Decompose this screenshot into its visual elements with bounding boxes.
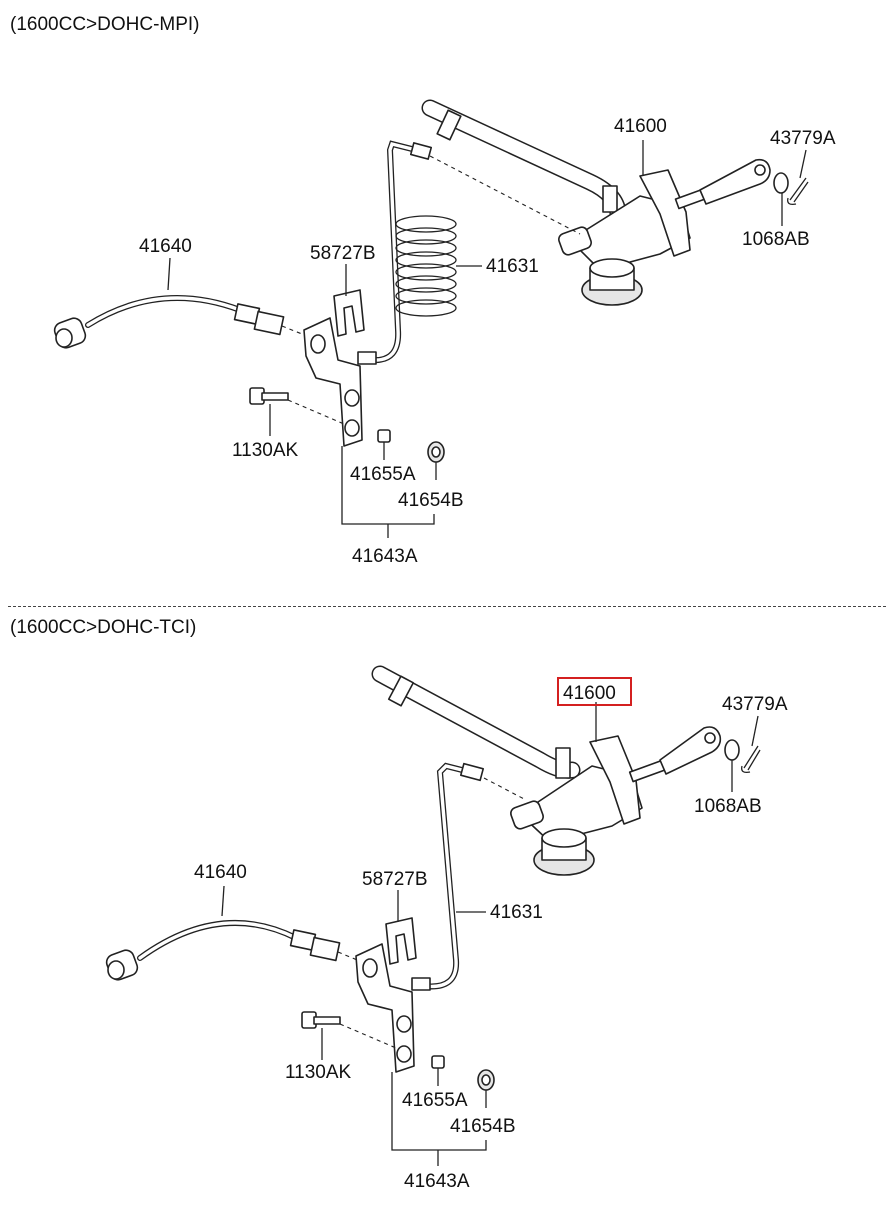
- diagram-section-mpi: 41600 43779A 1068AB 41640 58727B 41631 1…: [53, 99, 836, 567]
- label-bushing-b: 41654B: [398, 490, 464, 511]
- highlight-box: [557, 677, 632, 706]
- label-master-cylinder: 41600: [614, 116, 667, 137]
- label-hose: 41640: [139, 236, 192, 257]
- label-split-pin: 43779A: [722, 694, 788, 715]
- master-cylinder[interactable]: [557, 158, 771, 306]
- split-pin: [787, 177, 809, 206]
- alignment-line: [287, 399, 345, 425]
- label-washer: 1068AB: [694, 796, 762, 817]
- clip: [333, 289, 365, 337]
- label-clip: 58727B: [310, 243, 376, 264]
- diagram-section-tci: 41600 43779A 1068AB 41640 58727B 41631 1…: [105, 665, 788, 1192]
- bolt: [301, 1011, 341, 1029]
- label-master-cylinder[interactable]: 41600: [563, 683, 616, 704]
- label-bolt: 1130AK: [285, 1062, 352, 1083]
- label-bushing-b: 41654B: [450, 1116, 516, 1137]
- label-hose: 41640: [194, 862, 247, 883]
- label-tube: 41631: [490, 902, 543, 923]
- washer: [724, 739, 740, 761]
- reservoir-hose: [421, 99, 627, 227]
- alignment-line: [339, 1023, 397, 1049]
- label-clip: 58727B: [362, 869, 428, 890]
- reservoir-hose: [371, 665, 581, 779]
- label-tube: 41631: [486, 256, 539, 277]
- section-divider: [8, 606, 886, 607]
- clutch-hose: [105, 920, 341, 981]
- washer: [773, 172, 789, 194]
- split-pin: [741, 745, 761, 774]
- label-bushing-a: 41655A: [350, 464, 416, 485]
- label-bolt: 1130AK: [232, 440, 299, 461]
- label-bushing-a: 41655A: [402, 1090, 468, 1111]
- label-bracket: 41643A: [352, 546, 418, 567]
- clutch-tube: [411, 762, 485, 991]
- section-caption-mpi: (1600CC>DOHC-MPI): [10, 14, 200, 35]
- master-cylinder[interactable]: [509, 726, 722, 876]
- section-caption-tci: (1600CC>DOHC-TCI): [10, 617, 197, 638]
- bolt: [249, 387, 289, 405]
- alignment-line: [483, 777, 527, 801]
- label-split-pin: 43779A: [770, 128, 836, 149]
- label-washer: 1068AB: [742, 229, 810, 250]
- label-bracket: 41643A: [404, 1171, 470, 1192]
- clutch-hose: [53, 295, 285, 349]
- clutch-tube: [357, 140, 457, 365]
- bushing-a: [377, 429, 391, 443]
- bushing-a: [431, 1055, 445, 1069]
- bracket: [303, 317, 363, 447]
- bracket: [355, 943, 415, 1073]
- clip: [385, 917, 417, 965]
